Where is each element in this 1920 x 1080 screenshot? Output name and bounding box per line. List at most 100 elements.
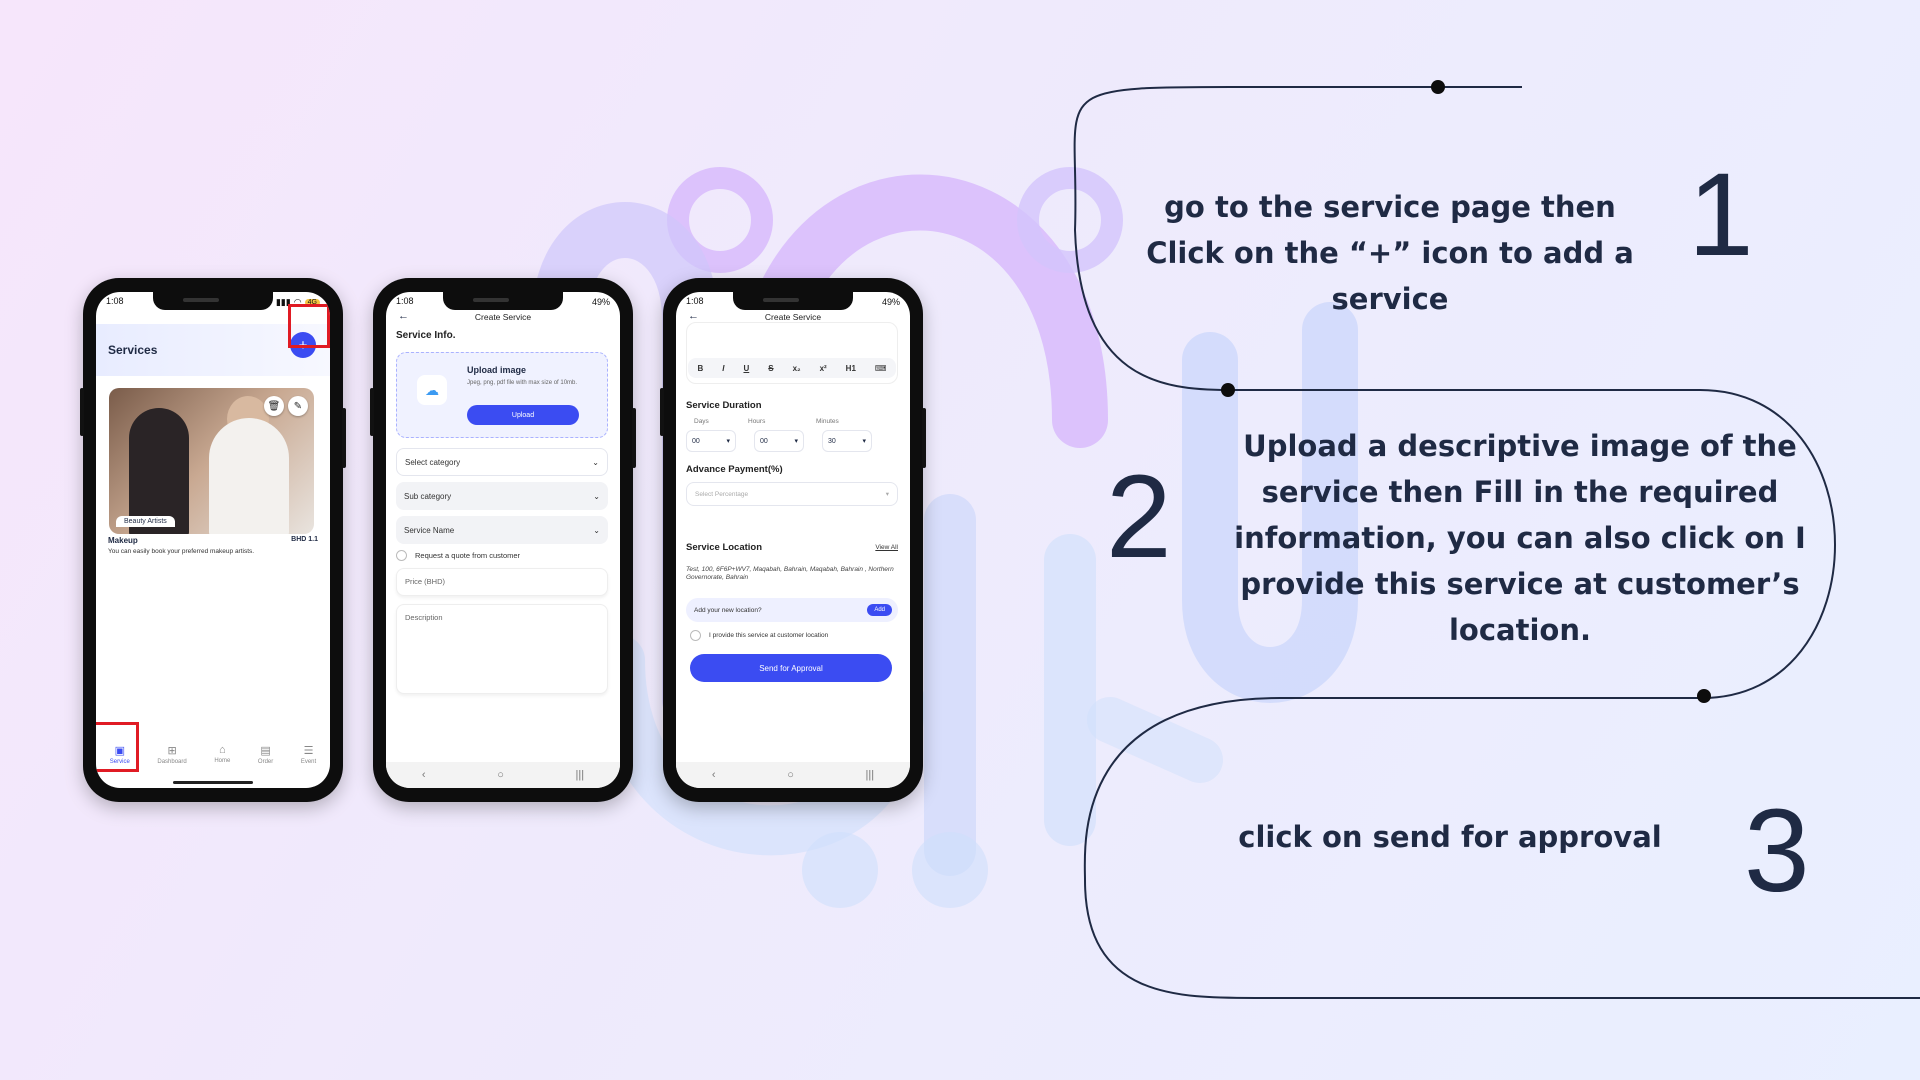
cloud-upload-icon: ☁ [417,375,447,405]
screen-services: 1:08 ▮▮▮ ◠ 4G Services + 🗑 ✎ Beauty Arti… [96,292,330,788]
highlight-box-service-tab [96,722,139,772]
signal-icon: ▮▮▮ [275,296,291,307]
duration-heading: Service Duration [686,400,762,411]
step-1-number: 1 [1688,149,1754,281]
edit-icon[interactable]: ✎ [288,396,308,416]
customer-location-checkbox[interactable] [690,630,701,641]
notch [733,292,853,310]
nav-event[interactable]: ☰ Event [300,744,317,765]
nav-dashboard[interactable]: ⊞ Dashboard [157,744,187,765]
new-location-input[interactable]: Add your new location? Add [686,598,898,622]
recents-nav-icon[interactable]: ||| [865,769,875,781]
order-icon: ▤ [260,744,271,757]
subscript-button[interactable]: x₂ [792,363,801,373]
advance-heading: Advance Payment(%) [686,464,783,475]
step-3-text: click on send for approval [1238,820,1662,854]
days-label: Days [694,418,709,425]
quote-checkbox[interactable] [396,550,407,561]
quote-checkbox-row[interactable]: Request a quote from customer [396,550,520,561]
status-time: 1:08 [686,296,704,306]
bold-button[interactable]: B [697,363,704,373]
nav-home[interactable]: ⌂ Home [214,744,231,764]
section-heading: Service Info. [396,330,456,341]
android-nav-bar: ‹ ○ ||| [386,762,620,788]
card-title: Makeup [108,536,138,545]
chevron-down-icon: ⌄ [592,457,599,467]
event-icon: ☰ [303,744,314,757]
upload-area[interactable]: ☁ Upload image Jpeg, png, pdf file with … [396,352,608,438]
battery-level: 49% [881,297,900,307]
status-bar: 1:08 49% [686,296,900,308]
caret-down-icon: ▾ [726,438,730,445]
phone-create-service-details: 1:08 49% ← Create Service B I U S x₂ x² … [660,278,926,802]
step-2-text: Upload a descriptive image of the servic… [1234,429,1806,647]
view-all-link[interactable]: View All [875,544,898,551]
location-heading: Service Location [686,542,763,553]
nav-order[interactable]: ▤ Order [257,744,274,765]
superscript-button[interactable]: x² [819,363,827,373]
phone-create-service-info: 1:08 49% ← Create Service Service Info. … [370,278,636,802]
page-title: Services [108,343,158,357]
upload-hint: Jpeg, png, pdf file with max size of 10m… [467,380,578,386]
status-time: 1:08 [106,296,124,306]
category-tag: Beauty Artists [116,516,175,527]
formatting-toolbar: B I U S x₂ x² H1 ⌨ [688,358,896,378]
android-nav-bar: ‹ ○ ||| [676,762,910,788]
screen-create-service-info: 1:08 49% ← Create Service Service Info. … [386,292,620,788]
sub-category-select[interactable]: Sub category⌄ [396,482,608,510]
back-nav-icon[interactable]: ‹ [711,769,716,781]
add-location-button[interactable]: Add [867,604,892,616]
rich-text-editor[interactable] [686,322,898,384]
screen-title: Create Service [474,312,532,322]
back-arrow-icon[interactable]: ← [398,310,409,322]
hours-select[interactable]: 00▾ [754,430,804,452]
upload-button[interactable]: Upload [467,405,579,425]
status-time: 1:08 [396,296,414,306]
service-icon: ▣ [114,744,125,757]
recents-nav-icon[interactable]: ||| [575,769,585,781]
screen-create-service-details: 1:08 49% ← Create Service B I U S x₂ x² … [676,292,910,788]
minutes-select[interactable]: 30▾ [822,430,872,452]
percentage-select[interactable]: Select Percentage▾ [686,482,898,506]
step-1-text: go to the service page then Click on the… [1146,190,1634,316]
strike-button[interactable]: S [768,363,774,373]
address-text: Test, 100, 6F6P+WV7, Maqabah, Bahrain, M… [686,566,894,581]
hours-label: Hours [748,418,766,425]
category-select[interactable]: Select category⌄ [396,448,608,476]
step-2-number: 2 [1106,451,1172,583]
screen-title: Create Service [764,312,822,322]
person-figure [209,418,289,534]
keyboard-icon[interactable]: ⌨ [874,363,887,373]
bottom-nav: ▣ Service ⊞ Dashboard ⌂ Home ▤ Order ☰ E… [96,734,330,774]
nav-service[interactable]: ▣ Service [109,744,130,765]
home-icon: ⌂ [218,744,226,756]
status-bar: 1:08 49% [396,296,610,308]
price-input[interactable]: Price (BHD) [396,568,608,596]
caret-down-icon: ▾ [862,438,866,445]
person-figure [129,408,189,534]
italic-button[interactable]: I [722,363,725,373]
back-nav-icon[interactable]: ‹ [421,769,426,781]
service-card-image[interactable]: 🗑 ✎ [109,388,314,534]
battery-level: 49% [591,297,610,307]
network-badge: 4G [304,298,320,306]
days-select[interactable]: 00▾ [686,430,736,452]
phone-services: 1:08 ▮▮▮ ◠ 4G Services + 🗑 ✎ Beauty Arti… [80,278,346,802]
underline-button[interactable]: U [743,363,750,373]
highlight-box-add [288,304,330,348]
customer-location-row[interactable]: I provide this service at customer locat… [690,630,828,641]
home-nav-icon[interactable]: ○ [787,769,794,781]
heading-button[interactable]: H1 [845,363,856,373]
service-name-select[interactable]: Service Name⌄ [396,516,608,544]
notch [443,292,563,310]
delete-icon[interactable]: 🗑 [264,396,284,416]
home-nav-icon[interactable]: ○ [497,769,504,781]
upload-heading: Upload image [467,365,527,375]
send-for-approval-button[interactable]: Send for Approval [690,654,892,682]
description-input[interactable]: Description [396,604,608,694]
chevron-down-icon: ⌄ [593,491,600,501]
dashboard-icon: ⊞ [167,744,177,757]
back-arrow-icon[interactable]: ← [688,310,699,322]
minutes-label: Minutes [816,418,839,425]
caret-down-icon: ▾ [885,491,889,498]
